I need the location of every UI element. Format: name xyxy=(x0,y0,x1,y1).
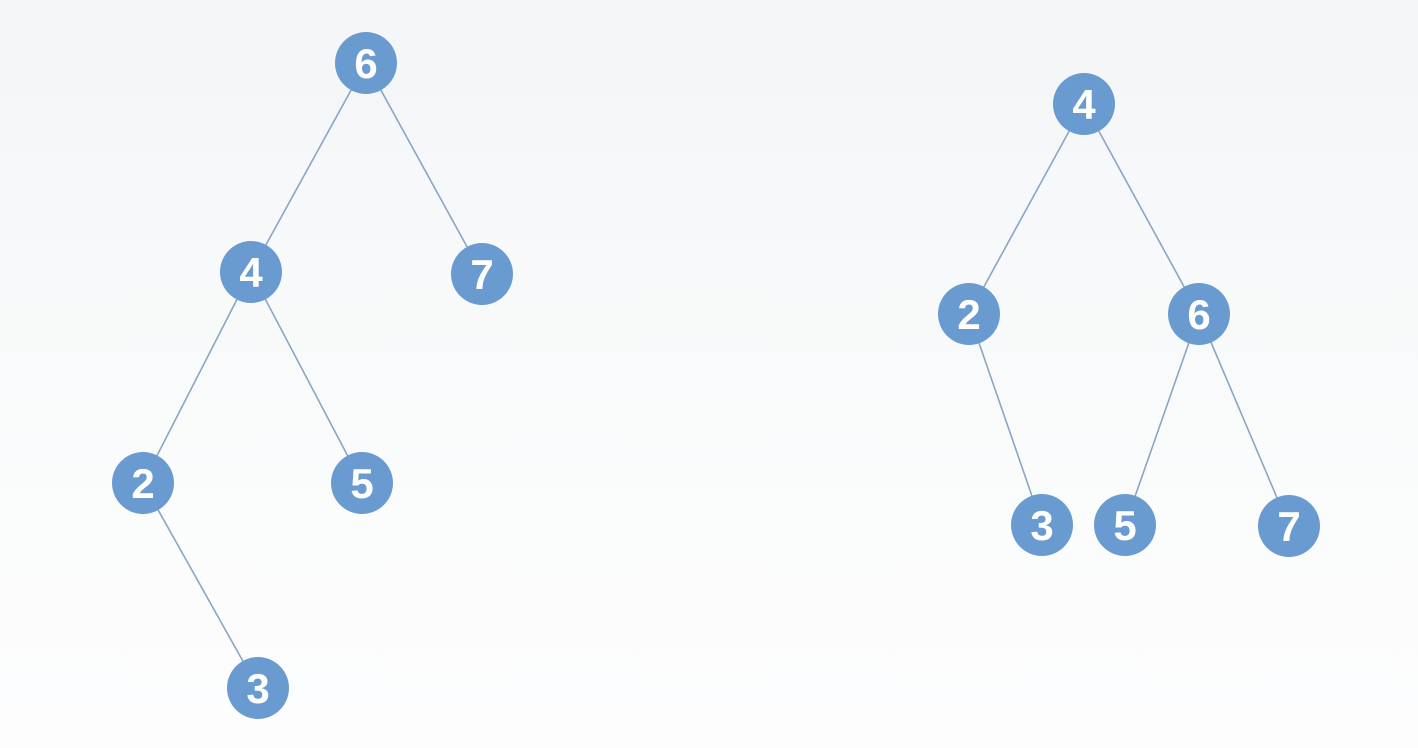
tree-node-label: 5 xyxy=(1113,502,1136,549)
tree-node-circle xyxy=(1168,283,1230,345)
tree-node: 2 xyxy=(112,452,174,514)
tree-node-circle xyxy=(1053,73,1115,135)
tree-node-circle xyxy=(227,657,289,719)
tree-edge xyxy=(1198,313,1290,527)
tree-node: 2 xyxy=(938,283,1000,345)
tree-edge xyxy=(968,313,1043,526)
tree-node: 5 xyxy=(331,452,393,514)
tree-edge xyxy=(365,62,483,275)
tree-edge xyxy=(250,62,367,273)
tree-node-circle xyxy=(451,243,513,305)
tree-node-label: 2 xyxy=(131,460,154,507)
tree-node: 3 xyxy=(1011,494,1073,556)
tree-edge xyxy=(968,103,1085,315)
tree-node: 5 xyxy=(1094,494,1156,556)
tree-node-label: 7 xyxy=(1277,503,1300,550)
right-tree: 4 2 6 3 5 7 xyxy=(938,73,1320,557)
tree-edge xyxy=(1124,313,1200,526)
tree-edge xyxy=(142,271,252,484)
tree-node-circle xyxy=(938,283,1000,345)
tree-node-label: 3 xyxy=(246,665,269,712)
tree-node: 4 xyxy=(220,241,282,303)
tree-node: 3 xyxy=(227,657,289,719)
tree-node-label: 5 xyxy=(350,460,373,507)
tree-node-label: 4 xyxy=(239,249,263,296)
tree-node: 6 xyxy=(335,32,397,94)
tree-node-circle xyxy=(112,452,174,514)
tree-edge xyxy=(142,482,259,689)
tree-node: 6 xyxy=(1168,283,1230,345)
tree-node-label: 4 xyxy=(1072,81,1096,128)
left-tree: 6 4 7 2 5 3 xyxy=(112,32,513,719)
tree-node-label: 3 xyxy=(1030,502,1053,549)
tree-node-circle xyxy=(1094,494,1156,556)
tree-node: 7 xyxy=(451,243,513,305)
tree-node-circle xyxy=(1011,494,1073,556)
tree-node-label: 2 xyxy=(957,291,980,338)
tree-node-label: 6 xyxy=(1187,291,1210,338)
tree-edge xyxy=(1083,103,1200,315)
tree-node: 4 xyxy=(1053,73,1115,135)
tree-node-label: 6 xyxy=(354,40,377,87)
tree-edge xyxy=(250,271,363,484)
tree-node-circle xyxy=(220,241,282,303)
tree-node-circle xyxy=(335,32,397,94)
tree-node-circle xyxy=(331,452,393,514)
tree-node-circle xyxy=(1258,495,1320,557)
tree-node: 7 xyxy=(1258,495,1320,557)
tree-node-label: 7 xyxy=(470,251,493,298)
